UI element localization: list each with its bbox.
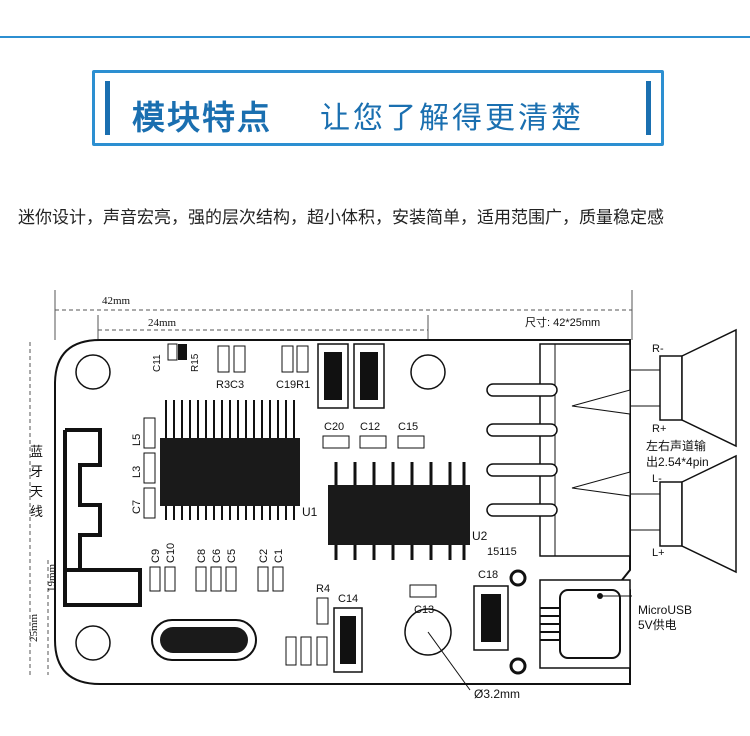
c13-part bbox=[409, 584, 437, 598]
c12-label: C12 bbox=[360, 421, 380, 433]
header-inner-frame: 模块特点 让您了解得更清楚 bbox=[105, 81, 651, 137]
latch-bottom bbox=[571, 471, 631, 497]
l3-label: L3 bbox=[131, 466, 143, 478]
test-point-top bbox=[509, 569, 527, 587]
r3-part bbox=[217, 345, 230, 373]
c19-part bbox=[281, 345, 294, 373]
output-label-2: 出2.54*4pin bbox=[646, 455, 709, 469]
r1-part bbox=[296, 345, 309, 373]
mount-hole-top-right bbox=[410, 354, 446, 390]
speaker-left bbox=[630, 454, 737, 574]
c19r1-label: C19R1 bbox=[276, 379, 310, 391]
c13-label: C13 bbox=[414, 604, 434, 616]
u2-chip bbox=[328, 485, 470, 545]
crystal-body bbox=[160, 627, 248, 653]
u2-label: U2 bbox=[472, 529, 488, 543]
r3c3-label: R3C3 bbox=[216, 379, 244, 391]
size-label: 尺寸: 42*25mm bbox=[525, 315, 600, 329]
c11-pad-b bbox=[178, 344, 187, 360]
output-connector bbox=[539, 343, 631, 557]
feature-description: 迷你设计，声音宏亮，强的层次结构，超小体积，安装简单，适用范围广，质量稳定感 bbox=[18, 208, 664, 228]
mount-hole-bottom-left bbox=[75, 625, 111, 661]
connector-pins bbox=[486, 383, 558, 517]
l-minus-label: L- bbox=[652, 473, 662, 485]
hole-size-label: Ø3.2mm bbox=[474, 687, 520, 701]
hole-leader bbox=[427, 631, 471, 691]
r15-label: R15 bbox=[190, 353, 201, 372]
pcb-diagram: 42mm 24mm 尺寸: 42*25mm 25mm 19mm Ø3.2mm 蓝… bbox=[28, 290, 737, 701]
latch-top bbox=[571, 389, 631, 415]
u1-chip bbox=[160, 438, 300, 506]
bottom-caps bbox=[149, 566, 284, 592]
c20-label: C20 bbox=[324, 421, 344, 433]
l-plus-label: L+ bbox=[652, 547, 665, 559]
c12-part bbox=[359, 435, 387, 449]
c8-label: C8 bbox=[196, 549, 208, 563]
c9-label: C9 bbox=[150, 549, 162, 563]
c6-label: C6 bbox=[211, 549, 223, 563]
c1-label: C1 bbox=[273, 549, 285, 563]
c7-label: C7 bbox=[131, 500, 143, 514]
c10-label: C10 bbox=[165, 543, 177, 563]
header-title: 模块特点 bbox=[132, 98, 272, 137]
r4-part bbox=[316, 597, 329, 625]
c11-label: C11 bbox=[152, 354, 163, 372]
r-plus-label: R+ bbox=[652, 423, 666, 435]
c2-label: C2 bbox=[258, 549, 270, 563]
bt-char-2: 牙 bbox=[30, 464, 43, 479]
c3-part bbox=[233, 345, 246, 373]
usb-label-2: 5V供电 bbox=[638, 618, 677, 632]
cap-large-1-body bbox=[324, 352, 342, 400]
usb-pins bbox=[540, 607, 560, 641]
c5-label: C5 bbox=[226, 549, 238, 563]
usb-port-body bbox=[559, 589, 621, 659]
cap-large-2-body bbox=[360, 352, 378, 400]
output-label-1: 左右声道输 bbox=[646, 438, 706, 453]
top-divider bbox=[0, 36, 750, 38]
c7-part bbox=[143, 487, 156, 519]
c14-label: C14 bbox=[338, 593, 358, 605]
l3-part bbox=[143, 452, 156, 484]
bt-char-4: 线 bbox=[30, 504, 43, 519]
u1-label: U1 bbox=[302, 505, 318, 519]
bluetooth-antenna-trace bbox=[63, 428, 142, 607]
c18-label: C18 bbox=[478, 569, 498, 581]
header-subtitle: 让您了解得更清楚 bbox=[320, 101, 584, 136]
bt-char-1: 蓝 bbox=[30, 444, 43, 459]
speaker-right bbox=[630, 328, 737, 448]
test-point-bottom bbox=[509, 657, 527, 675]
c14-body bbox=[340, 616, 356, 664]
code-label: 15115 bbox=[487, 546, 517, 558]
section-header: 模块特点 让您了解得更清楚 bbox=[92, 70, 664, 146]
r4-label: R4 bbox=[316, 583, 330, 595]
c15-label: C15 bbox=[398, 421, 418, 433]
stacked-resistors bbox=[285, 636, 328, 666]
l5-part bbox=[143, 417, 156, 449]
r-minus-label: R- bbox=[652, 343, 664, 355]
bt-char-3: 天 bbox=[30, 484, 43, 499]
c18-body bbox=[481, 594, 501, 642]
c11-pad-a bbox=[167, 343, 178, 361]
l5-label: L5 bbox=[131, 434, 143, 446]
dim-42-label: 42mm bbox=[102, 295, 131, 307]
c20-part bbox=[322, 435, 350, 449]
dim-24-label: 24mm bbox=[148, 317, 177, 329]
mount-hole-top-left bbox=[75, 354, 111, 390]
usb-label-1: MicroUSB bbox=[638, 603, 692, 617]
dim-25-label: 25mm bbox=[28, 613, 40, 642]
c15-part bbox=[397, 435, 425, 449]
